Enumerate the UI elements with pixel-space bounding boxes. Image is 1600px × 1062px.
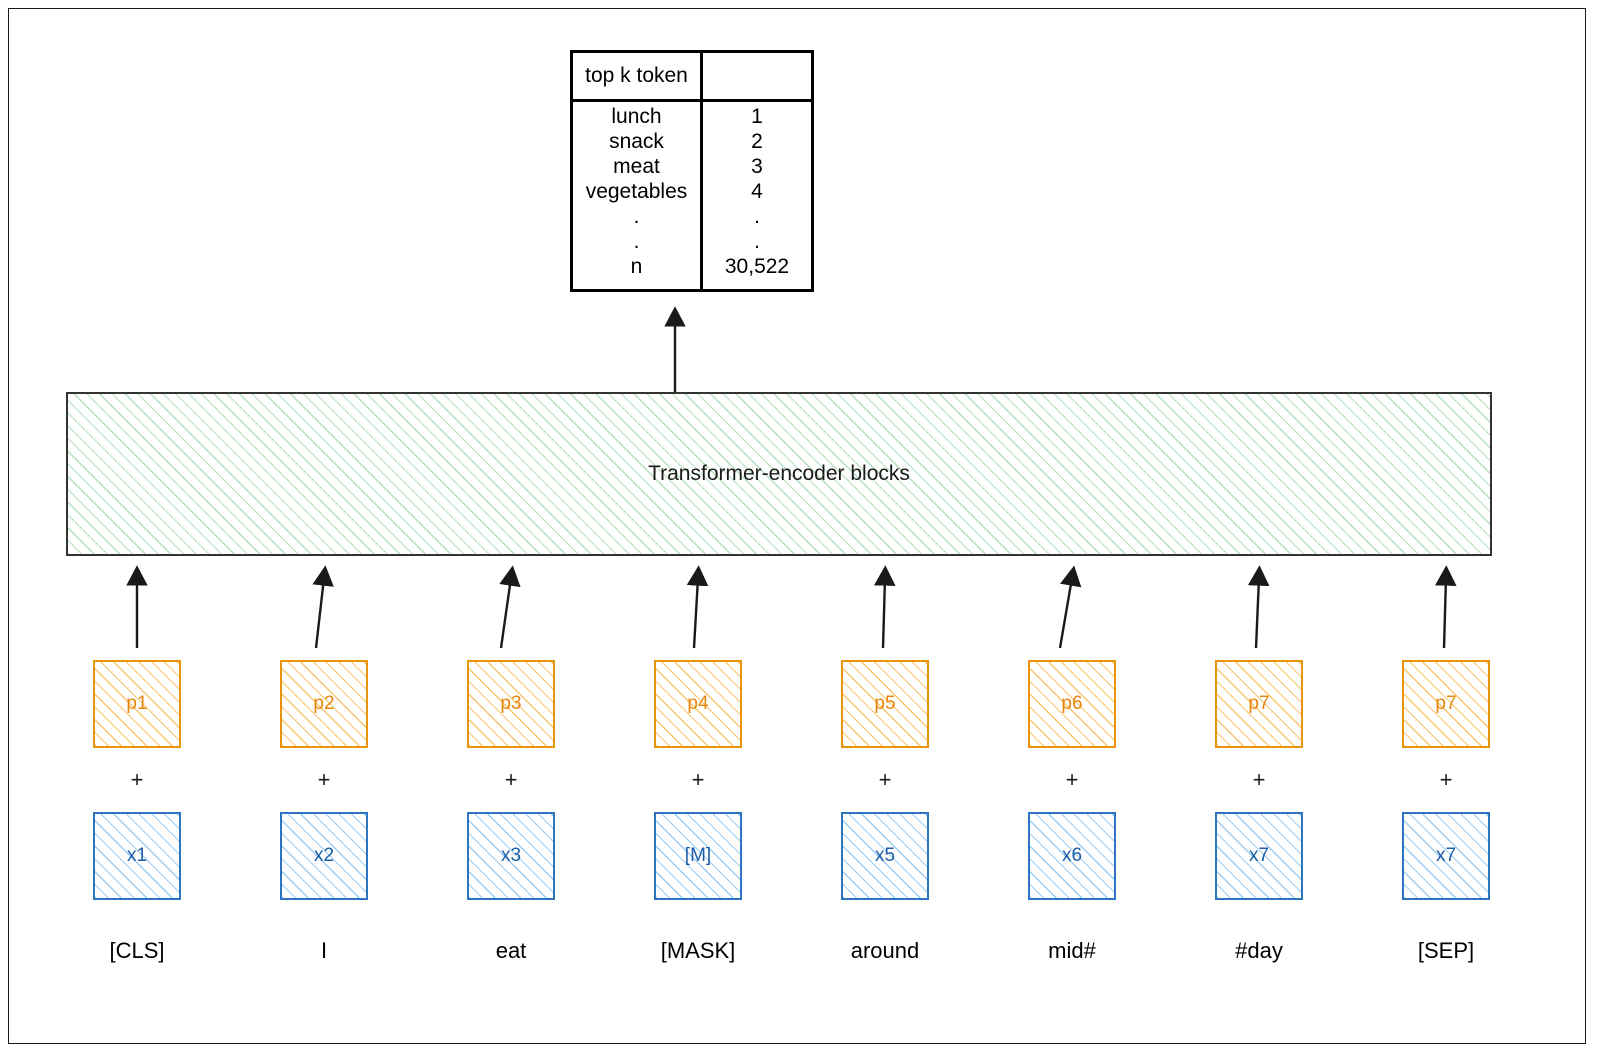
arrow-token-to-encoder	[686, 565, 709, 649]
table-cell-rank: 30,522	[724, 255, 790, 278]
token-embedding-box: x7	[1402, 812, 1490, 900]
token-embedding-label: x2	[313, 845, 335, 866]
position-embedding-label: p7	[1435, 693, 1457, 714]
arrow-token-to-encoder	[126, 565, 148, 648]
arrow-token-to-encoder	[312, 565, 334, 649]
plus-operator: +	[691, 767, 705, 792]
position-embedding-box: p1	[93, 660, 181, 748]
token-embedding-box: x3	[467, 812, 555, 900]
table-cell-token: n	[630, 255, 643, 278]
position-embedding-box: p2	[280, 660, 368, 748]
token-embedding-box: x5	[841, 812, 929, 900]
token-embedding-label: [M]	[684, 845, 712, 866]
table-cell-rank: 4	[751, 180, 763, 203]
table-header-rank	[701, 53, 811, 102]
position-embedding-box: p7	[1402, 660, 1490, 748]
input-word-label: #day	[1235, 938, 1283, 963]
arrow-token-to-encoder	[499, 565, 521, 649]
token-embedding-label: x7	[1248, 845, 1270, 866]
input-word-label: [MASK]	[660, 938, 736, 963]
table-header-token: top k token	[573, 53, 703, 102]
table-cell-rank: 3	[751, 155, 763, 178]
table-cell-rank: 1	[751, 105, 763, 128]
position-embedding-label: p7	[1248, 693, 1270, 714]
token-column: p7 + x7 [SEP]	[1352, 560, 1540, 990]
token-embedding-label: x5	[874, 845, 896, 866]
token-embedding-label: x6	[1061, 845, 1083, 866]
transformer-encoder-block: Transformer-encoder blocks	[66, 392, 1492, 556]
arrow-token-to-encoder	[873, 565, 896, 649]
position-embedding-box: p3	[467, 660, 555, 748]
position-embedding-label: p2	[313, 693, 335, 714]
token-embedding-label: x1	[126, 845, 148, 866]
token-column: p6 + x6 mid#	[978, 560, 1166, 990]
arrow-token-to-encoder	[1058, 565, 1082, 649]
position-embedding-box: p4	[654, 660, 742, 748]
token-column: p3 + x3 eat	[417, 560, 605, 990]
encoder-block-label: Transformer-encoder blocks	[648, 462, 910, 485]
plus-operator: +	[1252, 767, 1266, 792]
token-column: p1 + x1 [CLS]	[43, 560, 231, 990]
table-cell-rank: .	[754, 205, 760, 228]
token-column: p7 + x7 #day	[1165, 560, 1353, 990]
plus-operator: +	[317, 767, 331, 792]
token-embedding-label: x3	[500, 845, 522, 866]
token-embedding-label: x7	[1435, 845, 1457, 866]
plus-operator: +	[1439, 767, 1453, 792]
input-word-label: I	[320, 938, 328, 963]
plus-operator: +	[1065, 767, 1079, 792]
position-embedding-label: p6	[1061, 693, 1083, 714]
table-cell-token: snack	[609, 130, 664, 153]
position-embedding-label: p3	[500, 693, 522, 714]
position-embedding-box: p7	[1215, 660, 1303, 748]
arrow-encoder-to-table	[664, 306, 686, 397]
arrow-token-to-encoder	[1434, 565, 1457, 649]
table-cell-token: vegetables	[585, 180, 688, 203]
token-embedding-box: x6	[1028, 812, 1116, 900]
position-embedding-label: p5	[874, 693, 896, 714]
position-embedding-box: p6	[1028, 660, 1116, 748]
token-column: p4 + [M] [MASK]	[604, 560, 792, 990]
position-embedding-box: p5	[841, 660, 929, 748]
input-word-label: eat	[495, 938, 527, 963]
token-embedding-box: x1	[93, 812, 181, 900]
input-word-label: mid#	[1048, 938, 1096, 963]
arrow-token-to-encoder	[1247, 565, 1270, 649]
plus-operator: +	[130, 767, 144, 792]
table-cell-token: .	[633, 205, 640, 228]
position-embedding-label: p1	[126, 693, 148, 714]
plus-operator: +	[878, 767, 892, 792]
table-cell-rank: .	[754, 230, 760, 253]
input-word-label: [CLS]	[109, 938, 165, 963]
table-cell-token: .	[633, 230, 640, 253]
token-embedding-box: [M]	[654, 812, 742, 900]
token-embedding-box: x2	[280, 812, 368, 900]
input-word-label: around	[850, 938, 920, 963]
token-embedding-box: x7	[1215, 812, 1303, 900]
table-cell-rank: 2	[751, 130, 763, 153]
position-embedding-label: p4	[687, 693, 709, 714]
input-word-label: [SEP]	[1417, 938, 1475, 963]
plus-operator: +	[504, 767, 518, 792]
table-cell-token: lunch	[611, 105, 662, 128]
token-column: p5 + x5 around	[791, 560, 979, 990]
table-cell-token: meat	[613, 155, 660, 178]
